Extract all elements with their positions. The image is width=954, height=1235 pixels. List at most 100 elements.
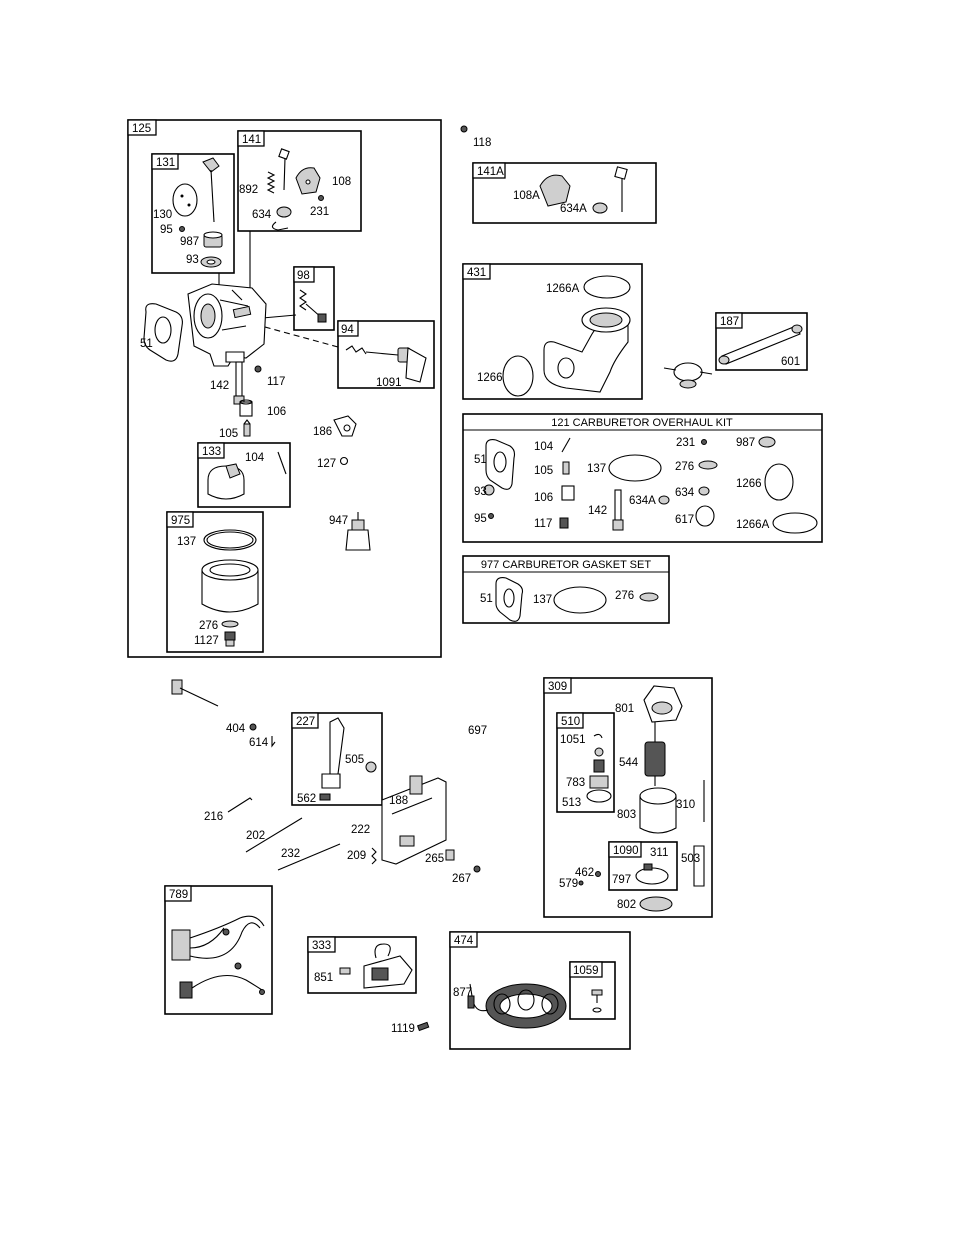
label-801: 801 — [615, 703, 634, 715]
pinion-513-part — [586, 775, 612, 803]
kit-gasket-51-part — [485, 439, 516, 490]
box-125-number: 125 — [132, 123, 151, 135]
label-265: 265 — [425, 853, 444, 865]
kit-o-ring-1266a-part — [772, 512, 818, 534]
wiring-harness-part — [171, 915, 265, 999]
box-789-number: 789 — [169, 889, 188, 901]
clip-1051-part — [593, 733, 603, 739]
label-987: 987 — [180, 236, 199, 248]
control-bracket-part — [381, 775, 447, 865]
box-309: 309 — [543, 677, 713, 918]
label-117: 117 — [267, 376, 285, 388]
label-462: 462 — [575, 867, 594, 879]
label-404: 404 — [226, 723, 246, 735]
label-106: 106 — [267, 406, 286, 418]
label-232: 232 — [281, 848, 300, 860]
label-104: 104 — [245, 452, 265, 464]
label-105: 105 — [219, 428, 238, 440]
label-93: 93 — [186, 254, 199, 266]
gasket-51-part — [143, 303, 183, 362]
box-141: 141 — [237, 130, 362, 232]
kit-label-104: 104 — [534, 441, 554, 453]
label-513: 513 — [562, 797, 581, 809]
jet-105-part — [243, 419, 251, 437]
governor-lever-part — [321, 717, 345, 789]
label-697: 697 — [468, 725, 487, 737]
label-1051: 1051 — [560, 734, 586, 746]
box-333: 333 — [307, 936, 417, 994]
float-pin-part — [278, 148, 290, 191]
box-1059-number: 1059 — [573, 965, 599, 977]
box-98-number: 98 — [297, 270, 310, 282]
kit-label-617: 617 — [675, 514, 694, 526]
retainer-510-part — [594, 747, 604, 757]
box-133-number: 133 — [202, 446, 221, 458]
float-needle-spring-part — [266, 171, 276, 194]
label-118: 118 — [473, 137, 491, 149]
end-plate-802-part — [639, 896, 673, 912]
kit-bushing-987-part — [758, 436, 776, 448]
box-1059: 1059 — [569, 961, 616, 1020]
label-1119: 1119 — [391, 1023, 415, 1035]
label-202: 202 — [246, 830, 265, 842]
label-562: 562 — [297, 793, 316, 805]
throttle-shaft-part — [172, 157, 220, 223]
nut-404-part — [249, 723, 257, 731]
kit-label-51: 51 — [474, 454, 487, 466]
label-311: 311 — [650, 847, 668, 859]
box-431: 431 — [462, 263, 643, 400]
box-789: 789 — [164, 885, 273, 1015]
kit-label-142: 142 — [588, 505, 607, 517]
bushing-987-part — [203, 231, 223, 248]
kit-pin-104-part — [561, 437, 571, 453]
label-1266a: 1266A — [546, 283, 580, 295]
label-851: 851 — [314, 972, 333, 984]
kit-nut-106-part — [561, 485, 575, 501]
box-510-number: 510 — [561, 716, 580, 728]
kit-needle-634a-part — [658, 495, 670, 505]
box-309-number: 309 — [548, 681, 567, 693]
needle-141a-part — [592, 202, 608, 214]
box-975: 975 — [166, 511, 264, 653]
kit-washer-276-part — [698, 460, 718, 470]
kit-label-137: 137 — [587, 463, 606, 475]
fuel-line-187-part — [718, 324, 803, 365]
box-131: 131 — [151, 153, 235, 274]
box-1090-number: 1090 — [613, 845, 639, 857]
box-141a: 141A — [472, 162, 657, 224]
fitting-186-part — [333, 415, 357, 437]
ignition-armature-part — [339, 943, 413, 989]
set-washer-276-part — [639, 592, 659, 602]
box-474: 474 — [449, 931, 631, 1050]
label-222: 222 — [351, 824, 370, 836]
clip-265-part — [445, 849, 455, 861]
kit-label-634: 634 — [675, 487, 695, 499]
bowl-nut-106-part — [239, 399, 253, 417]
float-bowl-part — [201, 559, 259, 613]
starter-end-cap-part — [643, 685, 683, 723]
label-579: 579 — [559, 878, 578, 890]
kit-jet-105-part — [562, 461, 570, 475]
label-130: 130 — [153, 209, 172, 221]
label-614: 614 — [249, 737, 269, 749]
label-108: 108 — [332, 176, 351, 188]
label-601: 601 — [781, 356, 800, 368]
kit-label-117: 117 — [534, 518, 552, 530]
emulsion-tube-part — [233, 361, 245, 405]
starter-housing-803-part — [639, 787, 677, 834]
kit-seal-93-part — [483, 484, 495, 496]
label-544: 544 — [619, 757, 639, 769]
set-label-276: 276 — [615, 590, 634, 602]
label-503: 503 — [681, 853, 700, 865]
screw-231-part — [318, 195, 324, 201]
idle-screw-98-part — [299, 289, 327, 323]
label-877: 877 — [453, 987, 472, 999]
label-634: 634 — [252, 209, 272, 221]
label-1091: 1091 — [376, 377, 402, 389]
spring-783-part — [593, 759, 605, 773]
box-1090: 1090 — [608, 841, 678, 891]
label-1127: 1127 — [194, 635, 219, 647]
washer-579-part — [578, 880, 584, 886]
washer-276-part — [221, 620, 239, 628]
kit-o-ring-617-part — [695, 505, 715, 527]
